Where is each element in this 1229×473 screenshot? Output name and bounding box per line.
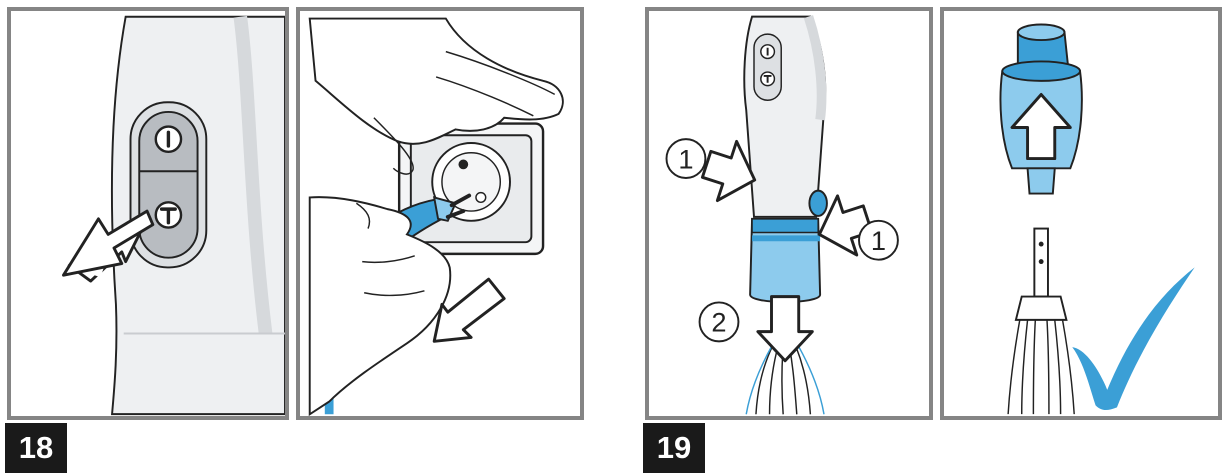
remove-shaft-illustration: 1 1 2 bbox=[665, 15, 899, 415]
panel-step18-unplug bbox=[296, 7, 584, 420]
panel-step19-parts-check bbox=[940, 7, 1222, 420]
arrow-down-icon bbox=[756, 295, 814, 363]
arrow-right-icon bbox=[700, 139, 757, 203]
callout-pull-down: 2 bbox=[698, 301, 740, 343]
callout-press-right: 1 bbox=[858, 219, 899, 261]
step-number-badge: 18 bbox=[5, 423, 67, 473]
arrow-up-icon bbox=[1010, 93, 1072, 161]
power-on-icon bbox=[154, 125, 183, 154]
parts-illustration bbox=[999, 23, 1195, 415]
callout-press-left: 1 bbox=[665, 138, 707, 179]
svg-text:1: 1 bbox=[678, 143, 693, 174]
arrow-left-icon bbox=[62, 209, 155, 277]
power-on-icon bbox=[760, 44, 776, 60]
coupling-piece bbox=[999, 23, 1083, 195]
unplug-illustration bbox=[308, 17, 564, 416]
release-button bbox=[808, 189, 828, 217]
whisk-shaft bbox=[1007, 227, 1075, 415]
svg-text:1: 1 bbox=[871, 225, 886, 256]
turbo-icon bbox=[760, 71, 776, 87]
panel-step19-remove-shaft: 1 1 2 bbox=[645, 7, 933, 420]
panel-step18-blender-buttons bbox=[7, 7, 289, 420]
step-number-badge: 19 bbox=[643, 423, 705, 473]
svg-text:2: 2 bbox=[711, 307, 726, 338]
blender-buttons-illustration bbox=[62, 15, 285, 416]
arrow-down-left-icon bbox=[432, 277, 506, 343]
turbo-icon bbox=[154, 201, 183, 229]
checkmark-icon bbox=[1072, 267, 1195, 411]
